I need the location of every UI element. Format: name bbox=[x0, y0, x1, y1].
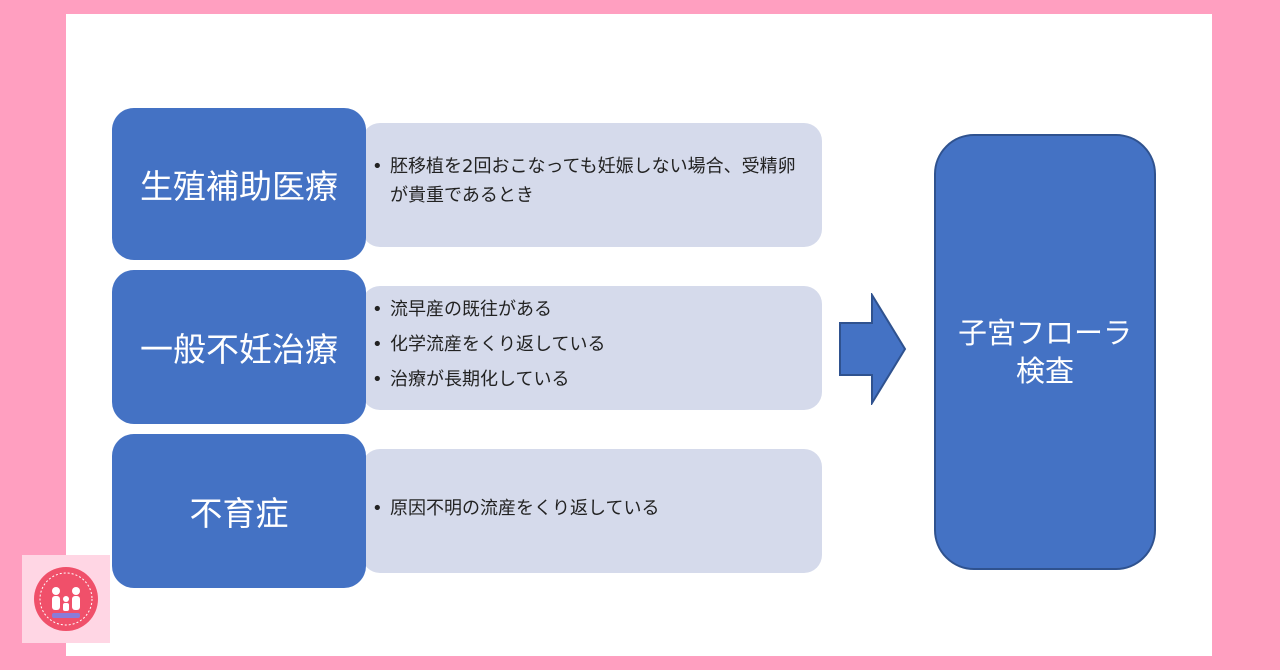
bullet-item: 胚移植を2回おこなっても妊娠しない場合、受精卵が貴重であるとき bbox=[372, 152, 812, 210]
bullet-item: 原因不明の流産をくり返している bbox=[372, 491, 812, 526]
right-arrow-icon bbox=[839, 293, 907, 405]
category-label-3: 不育症 bbox=[189, 494, 289, 533]
category-box-1: 生殖補助医療 bbox=[112, 108, 366, 260]
result-title-line1: 子宮フローラ bbox=[957, 316, 1132, 350]
category-box-3: 不育症 bbox=[112, 434, 366, 588]
result-box: 子宮フローラ 検査 bbox=[934, 134, 1156, 570]
category-box-2: 一般不妊治療 bbox=[112, 270, 366, 424]
bullet-list-2: 流早産の既往がある 化学流産をくり返している 治療が長期化している bbox=[372, 292, 812, 397]
category-label-1: 生殖補助医療 bbox=[140, 167, 338, 206]
family-logo-icon bbox=[34, 567, 98, 631]
bullet-item: 治療が長期化している bbox=[372, 362, 812, 397]
category-label-2: 一般不妊治療 bbox=[140, 330, 338, 369]
result-title-line2: 検査 bbox=[1015, 354, 1074, 388]
bullet-list-3: 原因不明の流産をくり返している bbox=[372, 491, 812, 526]
logo bbox=[22, 555, 110, 643]
bullet-list-1: 胚移植を2回おこなっても妊娠しない場合、受精卵が貴重であるとき bbox=[372, 152, 812, 210]
bullet-item: 流早産の既往がある bbox=[372, 292, 812, 327]
bullet-item: 化学流産をくり返している bbox=[372, 327, 812, 362]
